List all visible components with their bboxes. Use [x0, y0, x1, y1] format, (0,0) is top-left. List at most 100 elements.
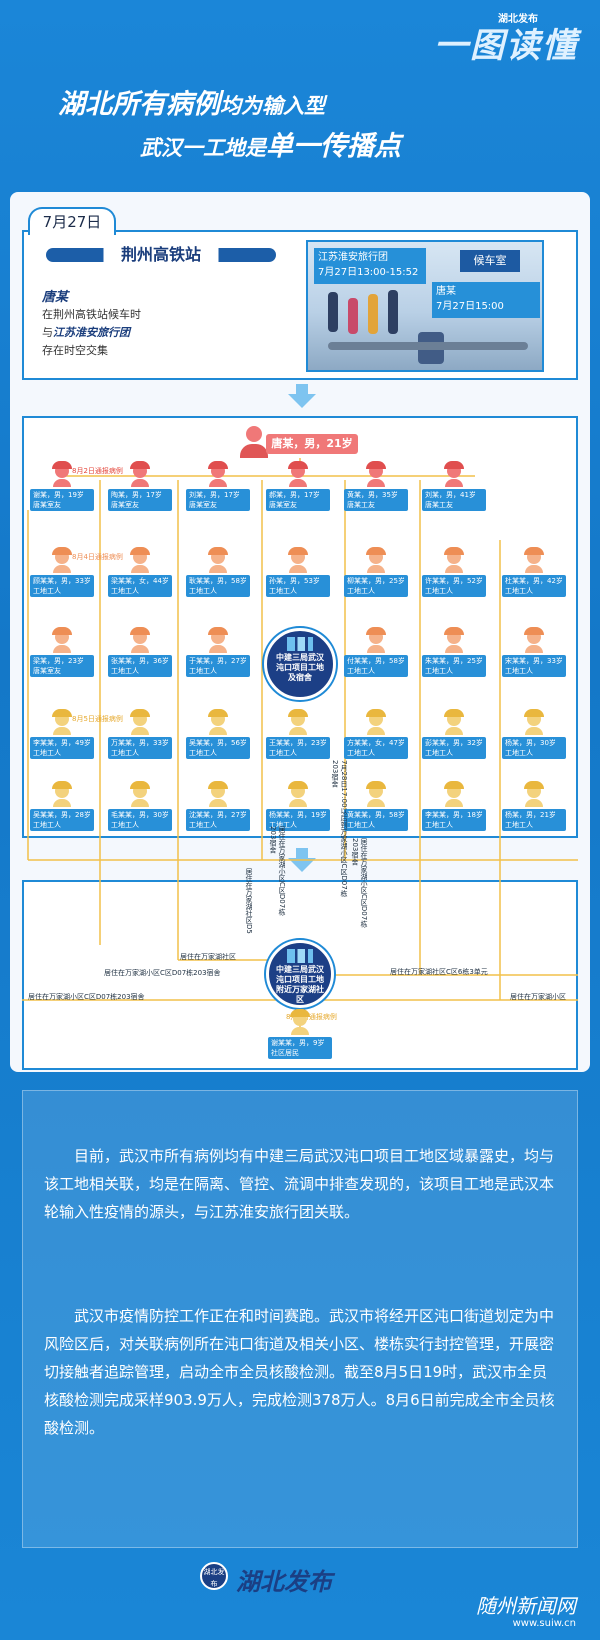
- case-name: 方某某，女，47岁: [347, 739, 405, 747]
- case-label: 付某某，男，58岁工地工人: [344, 655, 408, 677]
- case-label: 陶某，男，17岁唐某室友: [108, 489, 172, 511]
- case-role: 工地工人: [33, 587, 61, 595]
- case-name: 付某某，男，58岁: [347, 657, 405, 665]
- worker-body-icon: [445, 565, 463, 573]
- case-label: 刘某，男，17岁唐某室友: [186, 489, 250, 511]
- residence-note: 居住在万家湖社区C区6栋3单元: [390, 968, 488, 976]
- case-node: 梁某某，女，44岁工地工人: [108, 547, 172, 597]
- case-node: 许某某，男，52岁工地工人: [422, 547, 486, 597]
- worker-head-icon: [52, 461, 72, 478]
- worker-body-icon: [525, 565, 543, 573]
- case-label: 杜某某，男，42岁工地工人: [502, 575, 566, 597]
- worker-body-icon: [209, 479, 227, 487]
- case-name: 李某某，男，18岁: [425, 811, 483, 819]
- residence-note: 7月28日17:00以后到万家湖小区C区D07栋203宿舍: [331, 760, 348, 897]
- worker-head-icon: [444, 627, 464, 644]
- case-name: 张某某，男，36岁: [111, 657, 169, 665]
- report-date-tag: 8月2日通报病例: [72, 467, 123, 475]
- station-text-1: 在荆州高铁站候车时: [42, 308, 141, 321]
- worker-body-icon: [131, 727, 149, 735]
- worker-body-icon: [53, 727, 71, 735]
- case-node: 张某某，男，36岁工地工人: [108, 627, 172, 677]
- case-role: 工地工人: [347, 821, 375, 829]
- worker-head-icon: [524, 781, 544, 798]
- case-role: 工地工人: [111, 587, 139, 595]
- case-node: 黄某，男，35岁唐某工友: [344, 461, 408, 511]
- worker-head-icon: [208, 781, 228, 798]
- worker-body-icon: [131, 645, 149, 653]
- worker-body-icon: [445, 479, 463, 487]
- worker-body-icon: [53, 565, 71, 573]
- worker-head-icon: [288, 781, 308, 798]
- case-node: 宋某某，男，33岁工地工人: [502, 627, 566, 677]
- waiting-room-sign: 候车室: [460, 250, 520, 272]
- down-arrow-icon: [288, 848, 316, 872]
- summary-paragraph-2: 武汉市疫情防控工作正在和时间赛跑。武汉市将经开区沌口街道划定为中风险区后，对关联…: [44, 1307, 555, 1437]
- case-node: 王某某，男，23岁工地工人: [266, 709, 330, 759]
- header-brand-big: 一图读懂: [434, 26, 578, 66]
- case-role: 工地工人: [269, 587, 297, 595]
- case-name: 梁某，男，23岁: [33, 657, 84, 665]
- case-name: 郝某，男，17岁: [269, 491, 320, 499]
- case-name: 刘某，男，17岁: [189, 491, 240, 499]
- worker-body-icon: [289, 727, 307, 735]
- case-node: 柳某某，男，25岁工地工人: [344, 547, 408, 597]
- case-role: 工地工人: [425, 587, 453, 595]
- case-label: 杨某，男，30岁工地工人: [502, 737, 566, 759]
- worker-body-icon: [209, 645, 227, 653]
- case-label: 谢某某，男，9岁社区居民: [268, 1037, 332, 1059]
- worker-body-icon: [445, 645, 463, 653]
- case-name: 许某某，男，52岁: [425, 577, 483, 585]
- case-role: 工地工人: [189, 749, 217, 757]
- worker-body-icon: [367, 727, 385, 735]
- footer-brand-text: 湖北发布: [236, 1568, 332, 1596]
- case-node: 杜某某，男，42岁工地工人: [502, 547, 566, 597]
- station-text-2-prefix: 与: [42, 326, 53, 339]
- worker-body-icon: [131, 799, 149, 807]
- source-case: 唐某，男，21岁: [240, 424, 360, 464]
- worker-body-icon: [131, 565, 149, 573]
- worker-body-icon: [445, 799, 463, 807]
- station-name: 荆州高铁站: [104, 244, 218, 266]
- worker-body-icon: [209, 799, 227, 807]
- case-node: 万某某，男，33岁工地工人: [108, 709, 172, 759]
- case-label: 李某某，男，49岁工地工人: [30, 737, 94, 759]
- case-name: 朱某某，男，25岁: [425, 657, 483, 665]
- case-role: 唐某室友: [111, 501, 139, 509]
- date-label: 7月27日: [28, 207, 116, 235]
- case-name: 李某某，男，49岁: [33, 739, 91, 747]
- worker-body-icon: [53, 479, 71, 487]
- case-node: 沈某某，男，27岁工地工人: [186, 781, 250, 831]
- case-role: 工地工人: [33, 821, 61, 829]
- worker-head-icon: [52, 547, 72, 564]
- case-name: 谢某，男，19岁: [33, 491, 84, 499]
- worker-body-icon: [367, 645, 385, 653]
- case-node: 毛某某，男，30岁工地工人: [108, 781, 172, 831]
- case-label: 谢某，男，19岁唐某室友: [30, 489, 94, 511]
- watermark-name: 随州新闻网: [476, 1594, 576, 1618]
- building-icon: [287, 637, 313, 651]
- case-label: 沈某某，男，27岁工地工人: [186, 809, 250, 831]
- case-label: 王某某，男，23岁工地工人: [266, 737, 330, 759]
- case-name: 黄某，男，35岁: [347, 491, 398, 499]
- case-label: 万某某，男，33岁工地工人: [108, 737, 172, 759]
- case-label: 朱某某，男，25岁工地工人: [422, 655, 486, 677]
- worker-head-icon: [208, 709, 228, 726]
- case-name: 柳某某，男，25岁: [347, 577, 405, 585]
- case-label: 梁某，男，23岁唐某室友: [30, 655, 94, 677]
- case-name: 杨某，男，21岁: [505, 811, 556, 819]
- case-name: 谢某某，男，9岁: [271, 1039, 325, 1047]
- building-icon: [287, 949, 313, 963]
- case-name: 顾某某，男，33岁: [33, 577, 91, 585]
- traveler-figure: [388, 290, 398, 334]
- worker-head-icon: [444, 781, 464, 798]
- residence-note: 居住在万家湖社区D5: [245, 868, 253, 934]
- case-node: 刘某，男，41岁唐某工友: [422, 461, 486, 511]
- case-label: 刘某，男，41岁唐某工友: [422, 489, 486, 511]
- case-role: 唐某室友: [33, 667, 61, 675]
- worker-body-icon: [525, 799, 543, 807]
- case-role: 唐某室友: [189, 501, 217, 509]
- case-name: 彭某某，男，32岁: [425, 739, 483, 747]
- worker-body-icon: [291, 1027, 309, 1035]
